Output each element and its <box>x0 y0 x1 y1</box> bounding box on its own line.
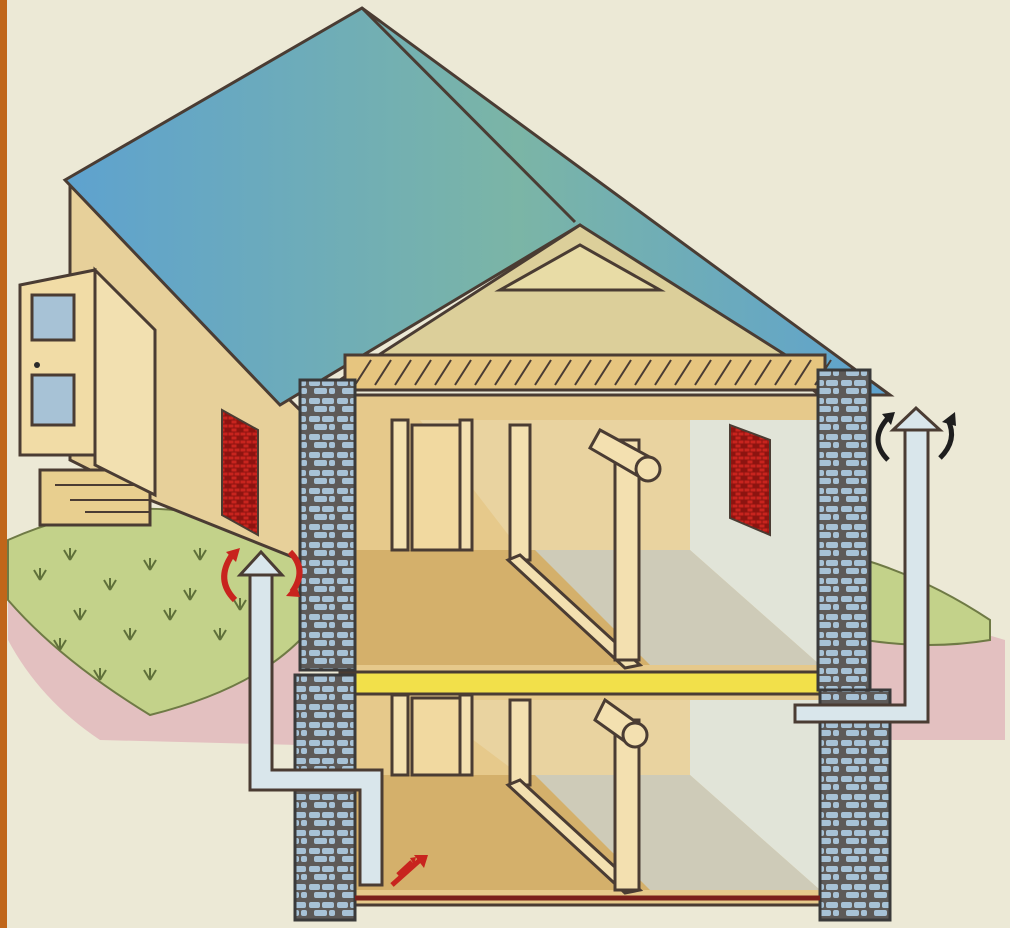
left-border-strip <box>0 0 7 928</box>
door-window-bottom <box>32 375 74 425</box>
stone-pillar-left-upper <box>300 380 355 670</box>
floor-joist <box>340 672 830 694</box>
stone-pillar-right-upper <box>818 370 870 690</box>
stone-pillar-left-lower <box>295 675 355 920</box>
stone-pillar-right-lower <box>820 690 890 920</box>
interior-red-vent <box>730 425 770 535</box>
ceiling-joist-band <box>345 355 825 390</box>
door-window-top <box>32 295 74 340</box>
side-wall-red-vent <box>222 410 258 535</box>
door-knob <box>34 362 40 368</box>
